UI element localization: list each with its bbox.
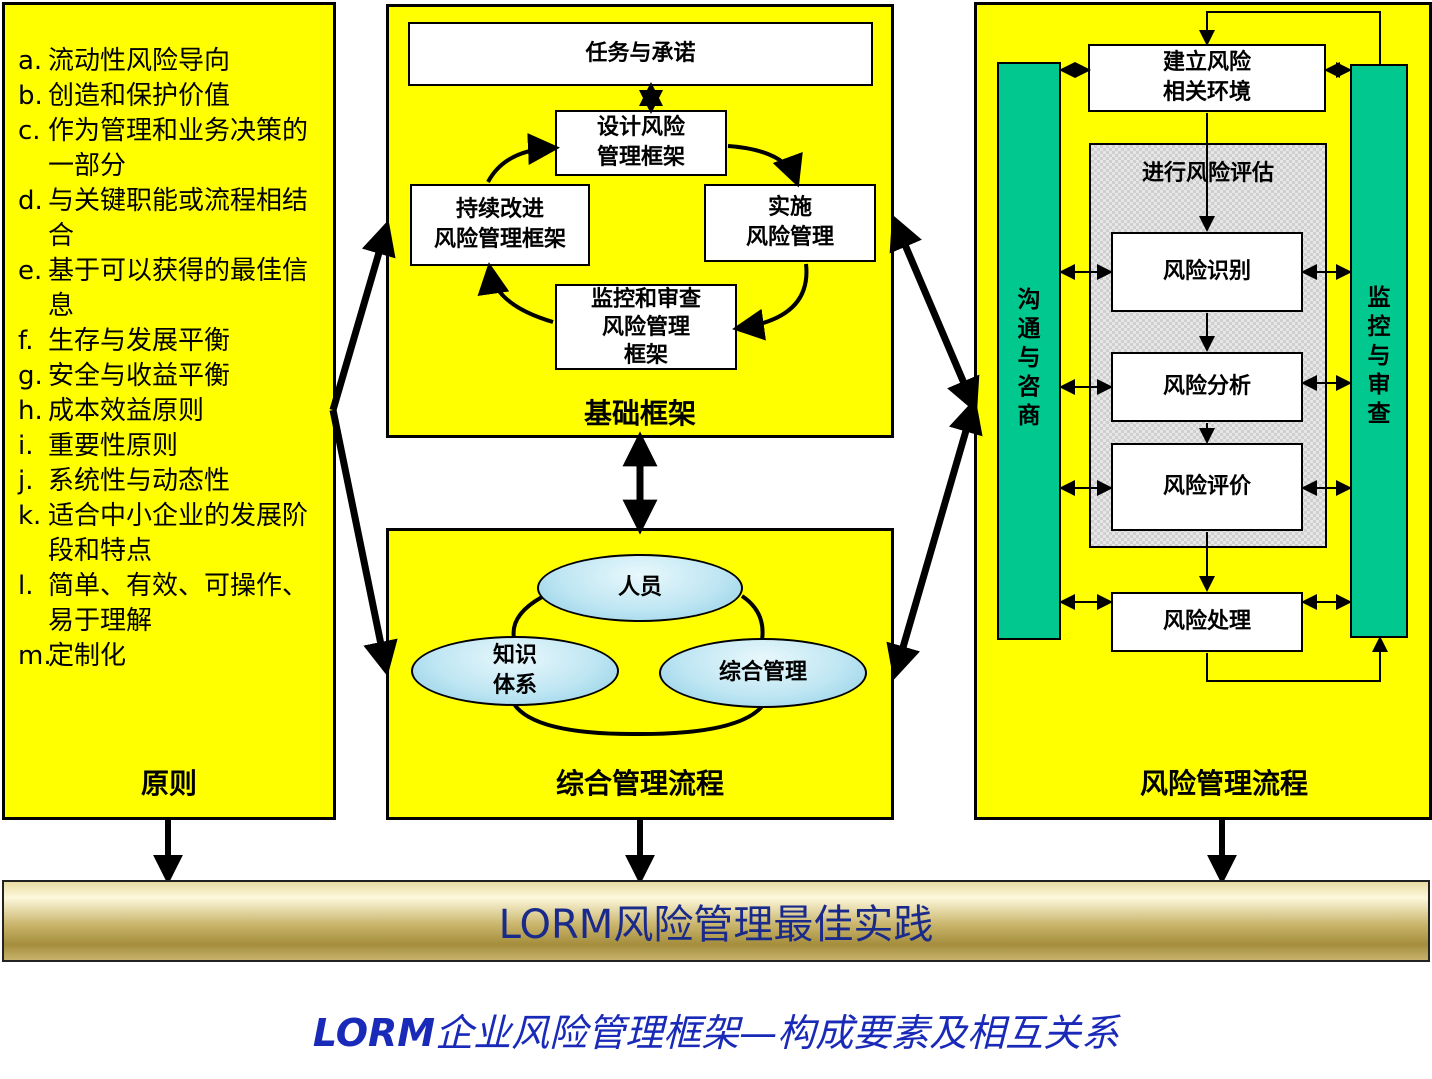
principle-key: b.	[18, 81, 43, 111]
context-box: 建立风险 相关环境	[1088, 44, 1326, 112]
communicate-char: 咨	[1017, 374, 1041, 400]
principle-key: c.	[18, 116, 41, 146]
caption-text: 企业风险管理框架—构成要素及相互关系	[435, 1011, 1120, 1055]
principle-key: d.	[18, 186, 43, 216]
principle-text: 成本效益原则	[48, 396, 205, 426]
risk-treat-box: 风险处理	[1111, 592, 1303, 652]
principle-text: 流动性风险导向	[48, 46, 231, 76]
principle-text: 安全与收益平衡	[48, 361, 231, 391]
principle-text: 作为管理和业务决策的一部分	[48, 116, 309, 181]
knowledge-ellipse: 知识 体系	[411, 636, 619, 706]
people-ellipse: 人员	[537, 554, 743, 622]
principle-item: m.定制化	[18, 639, 328, 674]
monitor-char: 与	[1367, 343, 1391, 369]
principle-item: l. 简单、有效、可操作、易于理解	[18, 569, 328, 639]
principle-item: k.适合中小企业的发展阶段和特点	[18, 499, 328, 569]
process-links	[886, 214, 983, 681]
principle-item: h.成本效益原则	[18, 394, 328, 429]
monitor-review-bar: 监控与审查	[1350, 64, 1408, 638]
communicate-consult-bar: 沟通与咨商	[997, 62, 1061, 640]
banner-links	[153, 820, 1237, 885]
principle-key: k.	[18, 501, 42, 531]
principles-title: 原则	[140, 767, 197, 800]
principle-key: h.	[18, 396, 43, 426]
communicate-char: 与	[1017, 345, 1041, 371]
principle-item: g.安全与收益平衡	[18, 359, 328, 394]
principle-item: d.与关键职能或流程相结合	[18, 184, 328, 254]
principle-item: i. 重要性原则	[18, 429, 328, 464]
communicate-char: 商	[1017, 403, 1041, 429]
principle-key: i.	[18, 431, 34, 461]
principle-text: 定制化	[48, 641, 127, 671]
principle-item: e.基于可以获得的最佳信息	[18, 254, 328, 324]
principle-text: 简单、有效、可操作、易于理解	[48, 571, 309, 636]
principle-item: j. 系统性与动态性	[18, 464, 328, 499]
principle-text: 适合中小企业的发展阶段和特点	[48, 501, 309, 566]
communicate-char: 沟	[1017, 287, 1041, 313]
principle-item: a.流动性风险导向	[18, 44, 328, 79]
principle-key: f.	[18, 326, 34, 356]
monitor-char: 监	[1367, 285, 1391, 311]
principle-key: m.	[18, 641, 52, 671]
principle-text: 重要性原则	[48, 431, 179, 461]
principle-links	[329, 219, 398, 677]
integrated-ring	[511, 594, 766, 737]
management-ellipse: 综合管理	[659, 638, 867, 708]
monitor-char: 审	[1367, 372, 1391, 398]
caption-brand: LORM	[312, 1011, 436, 1055]
framework-title: 基础框架	[583, 397, 696, 430]
principle-key: e.	[18, 256, 43, 286]
process-title: 风险管理流程	[1139, 767, 1308, 800]
principle-text: 生存与发展平衡	[48, 326, 231, 356]
improve-box: 持续改进 风险管理框架	[410, 184, 590, 266]
principle-text: 系统性与动态性	[48, 466, 231, 496]
design-box: 设计风险 管理框架	[555, 110, 727, 176]
principle-key: j.	[18, 466, 34, 496]
integrated-title: 综合管理流程	[555, 767, 724, 800]
principle-text: 基于可以获得的最佳信息	[48, 256, 309, 321]
principle-item: b.创造和保护价值	[18, 79, 328, 114]
best-practice-banner: LORM风险管理最佳实践	[2, 880, 1430, 962]
monitor-char: 控	[1367, 314, 1391, 340]
principle-text: 创造和保护价值	[48, 81, 231, 111]
monitor-char: 查	[1367, 401, 1391, 427]
implement-box: 实施 风险管理	[704, 184, 876, 262]
principle-item: f. 生存与发展平衡	[18, 324, 328, 359]
principles-panel	[2, 2, 336, 820]
figure-caption: LORM企业风险管理框架—构成要素及相互关系	[0, 1002, 1432, 1057]
principle-key: g.	[18, 361, 43, 391]
communicate-char: 通	[1017, 316, 1041, 342]
principle-text: 与关键职能或流程相结合	[48, 186, 309, 251]
framework-cycle	[477, 82, 809, 341]
process-flow	[1059, 11, 1388, 682]
principle-key: l.	[18, 571, 34, 601]
principle-key: a.	[18, 46, 43, 76]
principle-item: c.作为管理和业务决策的一部分	[18, 114, 328, 184]
